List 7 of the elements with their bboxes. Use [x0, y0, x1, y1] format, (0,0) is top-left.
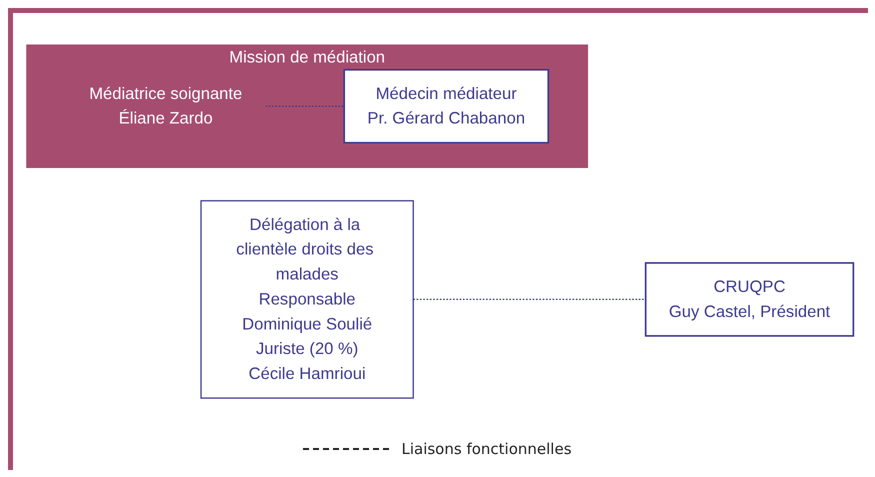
node-text: Médiatrice soignante Éliane Zardo — [89, 84, 242, 128]
node-box: Médecin médiateur Pr. Gérard Chabanon — [343, 68, 550, 144]
node-box: CRUQPC Guy Castel, Président — [644, 262, 854, 337]
connector — [413, 298, 646, 300]
connector — [265, 106, 344, 107]
legend-text: Liaisons fonctionnelles — [401, 440, 572, 458]
node-box: Délégation à la clientèle droits des malades Responsable Dominique Soulié Juriste (20 %) Cécile Hamrioui — [200, 200, 414, 399]
